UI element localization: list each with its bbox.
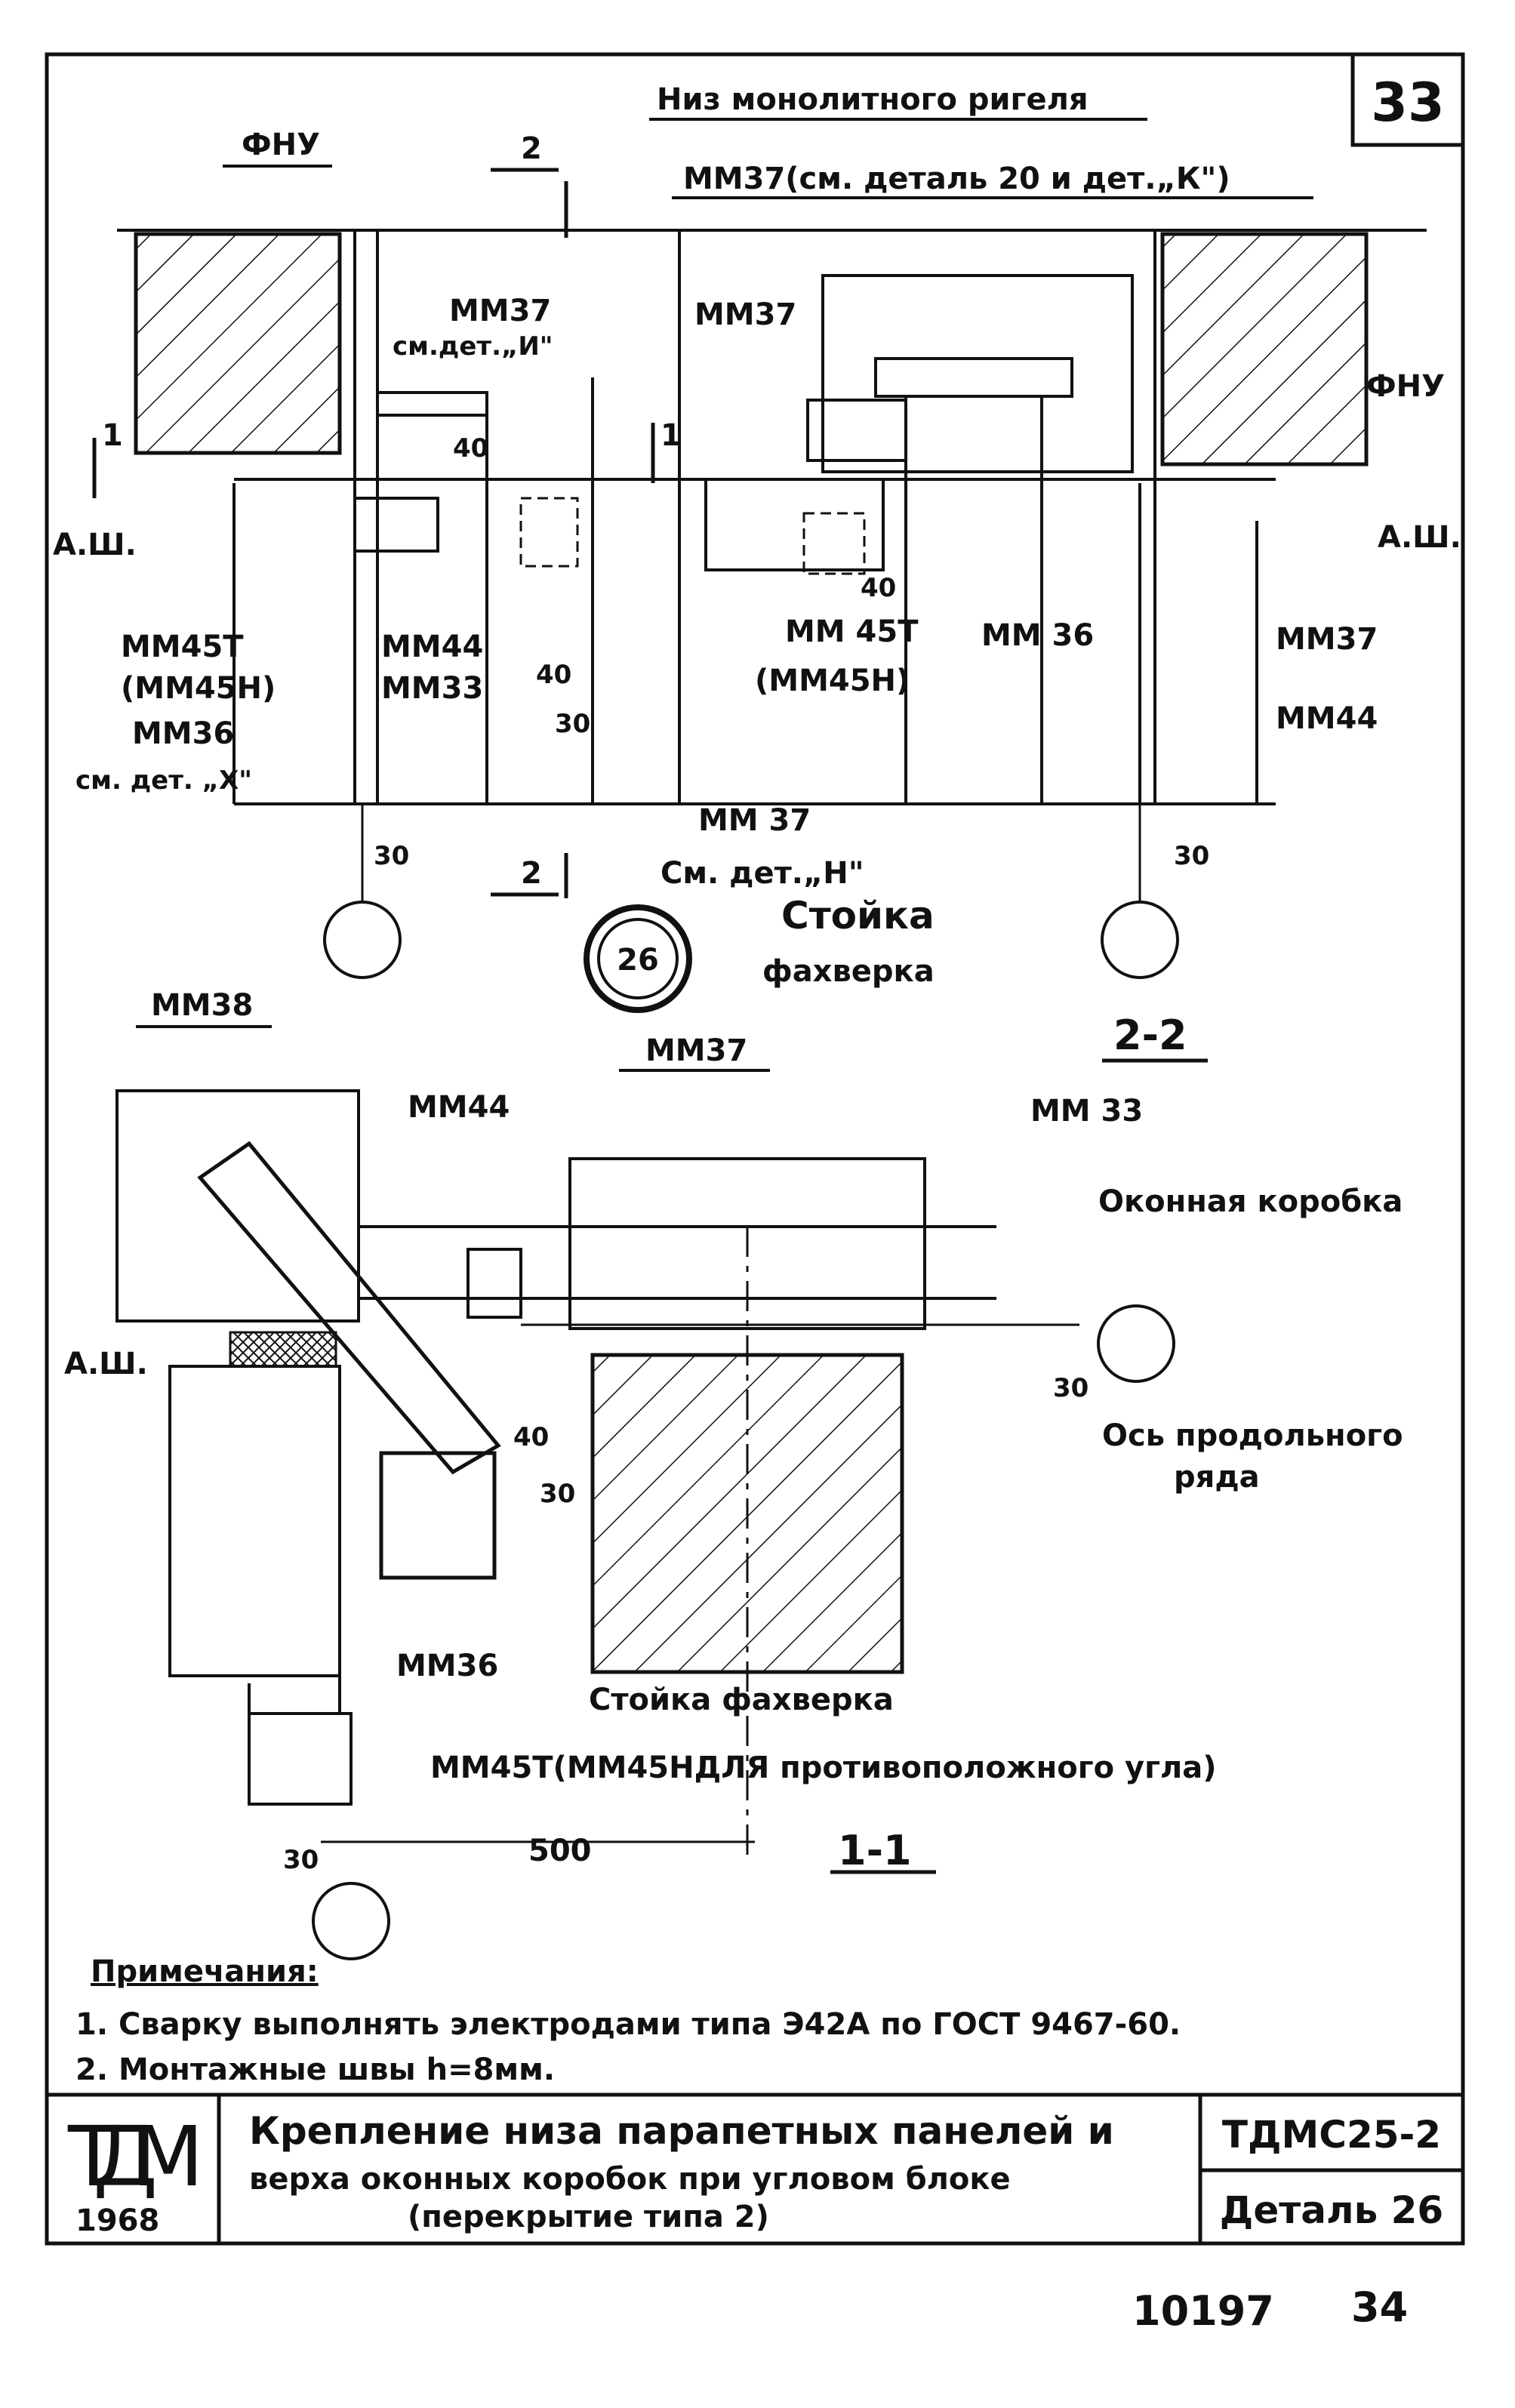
- label-niz-rigelya: Низ монолитного ригеля: [657, 82, 1089, 117]
- label-see-det-x: см. дет. „Х": [75, 765, 252, 796]
- axis-bubble-right: [1101, 901, 1179, 979]
- label-mm37-bottom: ММ 37: [698, 803, 811, 838]
- label-section1-right: 1: [661, 418, 682, 453]
- org-logo: ТДМ: [67, 2108, 204, 2205]
- label-ash-mid: А.Ш.: [64, 1347, 148, 1381]
- title-line-2: верха оконных коробок при угловом блоке: [249, 2162, 1011, 2197]
- label-see-det-h: См. дет.„Н": [661, 856, 864, 891]
- label-stoyka-fach: Стойка фахверка: [589, 1683, 894, 1717]
- facade-column: [904, 395, 1043, 805]
- label-mm37-a: ММ37: [449, 294, 551, 328]
- label-window-box: Оконная коробка: [1098, 1184, 1403, 1219]
- label-mm37-c: ММ37: [645, 1033, 747, 1068]
- axis-bubble-long: [1097, 1304, 1175, 1383]
- label-section2-bottom: 2: [521, 856, 542, 891]
- label-mm45t: ММ45Т: [121, 630, 244, 664]
- label-ash-left: А.Ш.: [53, 528, 137, 562]
- title-line-1: Крепление низа парапетных панелей и: [249, 2109, 1114, 2153]
- parapet-panel-right: [1160, 232, 1369, 467]
- label-dim40-a: 40: [453, 433, 488, 463]
- label-axis-long: Ось продольного: [1102, 1418, 1403, 1453]
- label-mm44-right: ММ44: [1276, 701, 1378, 736]
- label-fnu-left: ФНУ: [242, 128, 320, 162]
- drawing-code: ТДМС25-2: [1222, 2113, 1441, 2157]
- label-dim40-d: 40: [513, 1422, 549, 1452]
- label-mm36-b: ММ 36: [981, 618, 1094, 653]
- label-dim500: 500: [528, 1834, 592, 1868]
- label-mm45-opposite: ММ45Т(ММ45НДЛЯ противоположного угла): [430, 1751, 1217, 1785]
- label-mm45t-b: ММ 45Т: [785, 614, 919, 649]
- archive-number: 10197: [1132, 2287, 1274, 2335]
- label-dim30-vert: 30: [1053, 1373, 1089, 1403]
- label-mm33-c: ММ 33: [1030, 1094, 1143, 1129]
- lower-detail: ММ38 ММ37 2-2 ММ44 ММ 33 Оконная коробка…: [64, 988, 1403, 1960]
- label-mm38: ММ38: [151, 988, 253, 1023]
- axis-bubble-left: [323, 901, 402, 979]
- title-line-3: (перекрытие типа 2): [408, 2200, 769, 2234]
- title-year: 1968: [75, 2203, 159, 2238]
- axis-bubble-bottom: [312, 1882, 390, 1960]
- label-dim30-right: 30: [1174, 841, 1209, 871]
- note-1: 1. Сварку выполнять электродами типа Э42…: [75, 2007, 1181, 2042]
- label-dim30-d: 30: [540, 1479, 575, 1509]
- label-section2-top: 2: [521, 131, 542, 166]
- label-stoyka: Стойка: [781, 894, 935, 938]
- detail-label: Деталь 26: [1220, 2188, 1443, 2232]
- label-dim30-a: 30: [555, 709, 590, 739]
- label-axis-row: ряда: [1174, 1460, 1260, 1495]
- label-mm45h-b: (ММ45Н): [755, 664, 910, 698]
- label-mm44-a: ММ44: [381, 630, 483, 664]
- label-see-det-i: см.дет.„И": [393, 331, 553, 362]
- label-mm37-see-20k: ММ37(см. деталь 20 и дет.„К"): [683, 162, 1230, 196]
- label-ash-right: А.Ш.: [1378, 520, 1461, 555]
- sheet-number-box: 33: [1350, 52, 1465, 147]
- notes-title: Примечания:: [91, 1954, 319, 1989]
- detail-number: 26: [617, 943, 659, 978]
- label-mm37-right: ММ37: [1276, 622, 1378, 657]
- page-number: 34: [1351, 2283, 1408, 2331]
- label-mm36-c: ММ36: [396, 1649, 498, 1683]
- label-dim40-c: 40: [861, 573, 896, 603]
- label-fachverka: фахверка: [762, 954, 935, 989]
- parapet-panel-left: [134, 232, 342, 455]
- label-sec22: 2-2: [1113, 1012, 1187, 1059]
- detail-number-circle: [584, 904, 692, 1013]
- label-mm45h: (ММ45Н): [121, 671, 276, 706]
- title-block: ТДМ 1968 Крепление низа парапетных панел…: [47, 2092, 1463, 2243]
- label-section1-left: 1: [102, 418, 123, 453]
- notes: Примечания: 1. Сварку выполнять электрод…: [75, 1954, 1181, 2087]
- label-dim30-e: 30: [283, 1845, 319, 1875]
- upper-detail: 26 Низ монолитного ригеля ММ37(см. детал…: [53, 82, 1461, 1013]
- note-2: 2. Монтажные швы h=8мм.: [75, 2052, 555, 2087]
- label-mm44-c: ММ44: [408, 1090, 510, 1125]
- sheet-frame: [45, 52, 1465, 2246]
- label-mm37-b: ММ37: [694, 297, 796, 332]
- label-mm36-a: ММ36: [132, 716, 234, 751]
- label-fnu-right: ФНУ: [1366, 369, 1445, 404]
- label-sec11: 1-1: [838, 1827, 912, 1874]
- label-dim30-left: 30: [374, 841, 409, 871]
- label-mm33-a: ММ33: [381, 671, 483, 706]
- label-dim40-b: 40: [536, 660, 571, 690]
- sheet-number: 33: [1371, 72, 1444, 134]
